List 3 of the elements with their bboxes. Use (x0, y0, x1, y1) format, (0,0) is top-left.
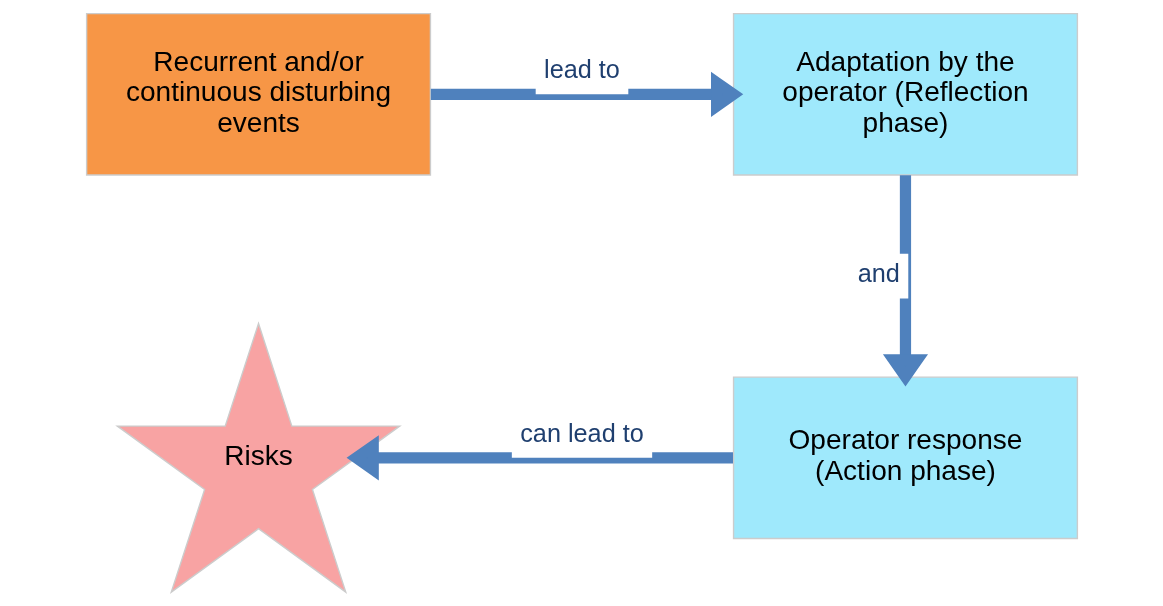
edge-label: and (857, 259, 900, 288)
edge-label: lead to (543, 55, 620, 84)
edge-label: can lead to (519, 418, 644, 447)
